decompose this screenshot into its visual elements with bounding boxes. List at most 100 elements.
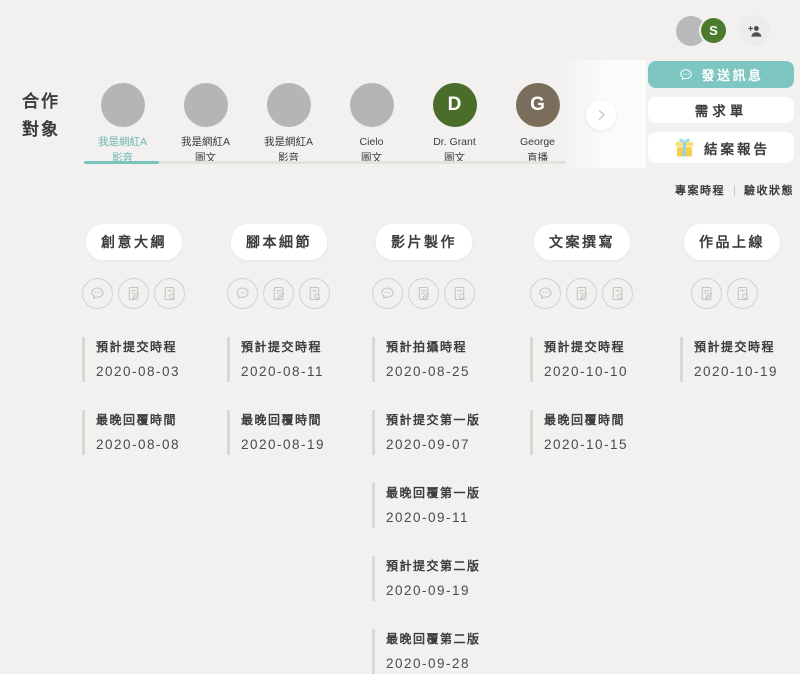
collab-member-1[interactable]: 我是網紅A 圖文 [164, 83, 247, 167]
tab-project-schedule[interactable]: 專案時程 [675, 185, 725, 197]
tab-divider [734, 184, 735, 196]
phase-edit-doc-button[interactable] [691, 278, 722, 309]
phase-search-doc-button[interactable] [154, 278, 185, 309]
entry-label: 預計提交時程 [694, 340, 776, 354]
phase-edit-doc-button[interactable] [408, 278, 439, 309]
status-avatar[interactable]: S [701, 18, 726, 43]
phase-edit-doc-button[interactable] [566, 278, 597, 309]
phase-title-button[interactable]: 文案撰寫 [534, 224, 630, 260]
phase-title-button[interactable]: 創意大綱 [86, 224, 182, 260]
entry-label: 預計提交時程 [544, 340, 626, 354]
phase-title-button[interactable]: 影片製作 [376, 224, 472, 260]
edit-document-icon [273, 286, 285, 301]
schedule-entry: 最晚回覆時間 2020-08-08 [82, 410, 232, 455]
member-scrollbar[interactable] [84, 161, 566, 164]
phase-chat-button[interactable] [227, 278, 258, 309]
phase-search-doc-button[interactable] [602, 278, 633, 309]
phase-search-doc-button[interactable] [444, 278, 475, 309]
schedule-entry: 預計提交時程 2020-08-03 [82, 337, 232, 382]
member-avatar: D [432, 83, 477, 127]
member-type: 直播 [527, 152, 548, 165]
collab-member-3[interactable]: Cielo 圖文 [330, 83, 413, 167]
entry-date: 2020-09-28 [386, 656, 471, 671]
member-avatar [266, 83, 311, 127]
entry-label: 預計提交時程 [96, 340, 178, 354]
collab-member-strip: 我是網紅A 影音 我是網紅A 圖文 我是網紅A 影音 Cielo 圖文 [81, 83, 579, 167]
member-name: 我是網紅A [97, 136, 147, 148]
collab-member-5[interactable]: G George 直播 [496, 83, 579, 167]
entry-date: 2020-09-07 [386, 437, 471, 452]
phase-edit-doc-button[interactable] [118, 278, 149, 309]
phase-chat-button[interactable] [372, 278, 403, 309]
phase-column-creative-outline: 創意大綱 預計提交時程 2020-08-03 最晚回覆時間 2020-08-08 [82, 224, 232, 455]
entry-label: 最晚回覆第二版 [386, 632, 481, 646]
entry-label: 預計提交第一版 [386, 413, 481, 427]
entry-label: 最晚回覆時間 [544, 413, 626, 427]
phase-title-button[interactable]: 腳本細節 [231, 224, 327, 260]
schedule-entry: 最晚回覆第二版 2020-09-28 [372, 629, 522, 674]
schedule-entry: 預計拍攝時程 2020-08-25 [372, 337, 522, 382]
tab-acceptance-status[interactable]: 驗收狀態 [744, 185, 794, 197]
member-name: Cielo [359, 136, 384, 148]
search-document-icon [309, 286, 321, 301]
member-scrollbar-thumb[interactable] [84, 161, 159, 164]
phase-edit-doc-button[interactable] [263, 278, 294, 309]
collab-member-4[interactable]: D Dr. Grant 圖文 [413, 83, 496, 167]
send-message-button[interactable]: 發送訊息 [648, 61, 794, 88]
entry-date: 2020-08-08 [96, 437, 181, 452]
phase-column-copywriting: 文案撰寫 預計提交時程 2020-10-10 最晚回覆時間 2020-10-15 [530, 224, 680, 455]
request-form-button[interactable]: 需求單 [648, 97, 794, 123]
search-document-icon [737, 286, 749, 301]
member-type: 影音 [277, 152, 299, 165]
closing-report-button[interactable]: 結案報告 [648, 132, 794, 163]
entry-date: 2020-09-19 [386, 583, 471, 598]
add-member-button[interactable] [739, 15, 770, 46]
member-name: 我是網紅A [180, 136, 230, 148]
schedule-entry: 預計提交時程 2020-08-11 [227, 337, 377, 382]
phase-search-doc-button[interactable] [299, 278, 330, 309]
schedule-entry: 最晚回覆第一版 2020-09-11 [372, 483, 522, 528]
chevron-right-icon [598, 110, 605, 120]
edit-document-icon [418, 286, 430, 301]
phase-chat-button[interactable] [530, 278, 561, 309]
member-name: Dr. Grant [433, 136, 476, 148]
phase-column-work-launch: 作品上線 預計提交時程 2020-10-19 [680, 224, 800, 382]
phase-column-video-production: 影片製作 預計拍攝時程 2020-08-25 預計提交第一版 2020-09-0… [372, 224, 522, 674]
user-avatar-group: S [676, 15, 770, 46]
member-name: George [519, 136, 556, 148]
person-add-icon [747, 24, 762, 37]
chat-bubble-icon [539, 287, 552, 299]
member-type: 圖文 [443, 152, 465, 165]
entry-label: 預計提交時程 [241, 340, 323, 354]
schedule-entry: 預計提交時程 2020-10-19 [680, 337, 800, 382]
member-avatar [349, 83, 394, 127]
entry-date: 2020-10-15 [544, 437, 629, 452]
collab-member-2[interactable]: 我是網紅A 影音 [247, 83, 330, 167]
collab-member-0[interactable]: 我是網紅A 影音 [81, 83, 164, 167]
entry-label: 最晚回覆時間 [96, 413, 178, 427]
schedule-entry: 預計提交第二版 2020-09-19 [372, 556, 522, 601]
member-avatar [183, 83, 228, 127]
entry-date: 2020-08-19 [241, 437, 326, 452]
schedule-entry: 預計提交第一版 2020-09-07 [372, 410, 522, 455]
project-timeline-page: S 合作對象 我是網紅A 影音 我是網紅A 圖文 我是網紅A 影音 [22, 15, 800, 674]
entry-date: 2020-10-10 [544, 364, 629, 379]
search-document-icon [454, 286, 466, 301]
member-avatar: G [515, 83, 560, 127]
phase-search-doc-button[interactable] [727, 278, 758, 309]
entry-date: 2020-08-25 [386, 364, 471, 379]
next-members-button[interactable] [586, 100, 616, 130]
action-panel: 發送訊息 需求單 結案報告 專案時程 驗收狀態 [648, 61, 794, 198]
member-name: 我是網紅A [263, 136, 313, 148]
schedule-entry: 預計提交時程 2020-10-10 [530, 337, 680, 382]
member-avatar [100, 83, 145, 127]
entry-date: 2020-08-11 [241, 364, 325, 379]
phase-chat-button[interactable] [82, 278, 113, 309]
chat-bubble-icon [680, 68, 693, 80]
schedule-entry: 最晚回覆時間 2020-10-15 [530, 410, 680, 455]
search-document-icon [612, 286, 624, 301]
entry-label: 預計提交第二版 [386, 559, 481, 573]
member-type: 影音 [111, 152, 133, 165]
view-tabs: 專案時程 驗收狀態 [648, 182, 794, 198]
phase-title-button[interactable]: 作品上線 [684, 224, 780, 260]
